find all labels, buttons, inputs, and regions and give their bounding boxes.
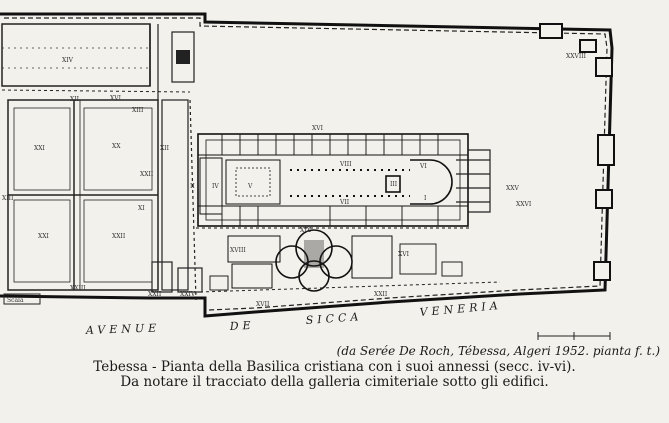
room-label: XXVI	[516, 201, 532, 208]
room-label: V	[247, 183, 253, 190]
figure-caption: Tebessa - Pianta della Basilica cristian…	[0, 360, 669, 390]
enclosure-wall-detail	[4, 17, 608, 311]
room-label: XVIII	[230, 247, 246, 254]
room-label: VI	[419, 163, 427, 170]
enclosure-wall	[0, 12, 614, 318]
basilica	[197, 133, 469, 227]
south-rooms	[199, 243, 501, 293]
basilica-cells	[221, 134, 439, 226]
west-rooms	[1, 89, 191, 291]
room-label: IV	[212, 183, 219, 190]
room-label: XIX	[300, 227, 312, 234]
room-label: XII	[160, 145, 170, 152]
scale-label: Scala	[7, 297, 24, 304]
room-label: XXII	[140, 171, 154, 178]
room-label: XIV	[62, 57, 74, 64]
room-label: XXII	[112, 233, 126, 240]
west-corridor	[151, 99, 203, 301]
room-label: I	[424, 195, 427, 202]
caption-line-1: Tebessa - Pianta della Basilica cristian…	[93, 359, 576, 375]
room-labels: XIV XII XIII XIII XVI XXI XX XXII XXI XX…	[2, 53, 587, 308]
room-label: VIII	[339, 161, 352, 168]
wall-towers	[539, 23, 615, 281]
trefoil-chapel	[196, 227, 470, 292]
street-word: AVENUE	[85, 321, 161, 337]
street-word: DE	[228, 319, 255, 333]
street-word: SICCA	[305, 310, 362, 327]
room-label: XI	[138, 205, 145, 212]
street-word: VENERIA	[419, 299, 502, 319]
room-label: XIII	[2, 195, 14, 202]
room-label: XXV	[506, 185, 520, 192]
room-label: XXII	[148, 291, 162, 298]
room-label: XXII	[374, 291, 388, 298]
east-annex	[456, 149, 491, 213]
scale-bar	[3, 293, 611, 340]
room-label: XXIV	[180, 291, 196, 298]
room-label: VII	[339, 199, 350, 206]
north-colonnade	[1, 23, 195, 100]
room-label: XXIII	[70, 285, 86, 292]
room-label: XVII	[256, 301, 270, 308]
room-label: XII	[70, 96, 80, 103]
room-label: III	[390, 181, 398, 188]
source-note: (da Serée De Roch, Tébessa, Algeri 1952.…	[336, 344, 660, 358]
room-label: XVI	[110, 95, 122, 102]
room-label: XXVIII	[566, 53, 587, 60]
room-label: XXI	[38, 233, 50, 240]
basilica-plan: XIV XII XIII XIII XVI XXI XX XXII XXI XX…	[0, 12, 615, 340]
room-label: XXI	[34, 145, 46, 152]
room-label: II	[190, 183, 195, 190]
room-label: XVI	[398, 251, 410, 258]
room-label: XVI	[312, 125, 324, 132]
room-label: XX	[112, 143, 121, 150]
room-label: XIII	[132, 107, 144, 114]
caption-line-2: Da notare il tracciato della galleria ci…	[120, 374, 549, 390]
